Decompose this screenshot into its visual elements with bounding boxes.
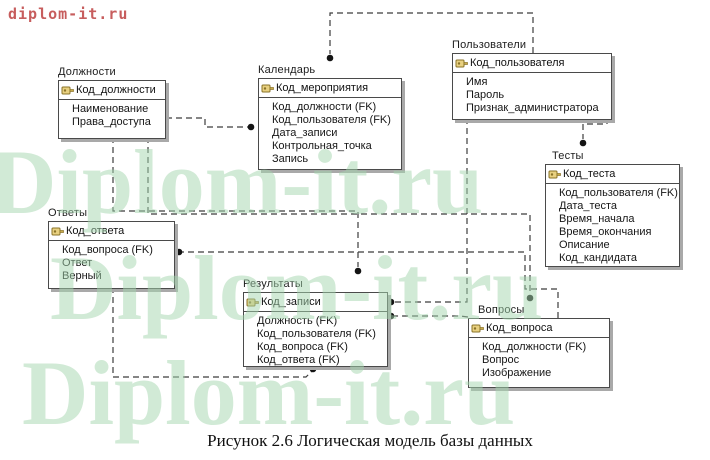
attribute: Описание [559,239,610,251]
entity-title: Должности [58,66,116,78]
figure-caption: Рисунок 2.6 Логическая модель базы данны… [207,431,533,450]
attribute: Код_должности (FK) [482,341,587,353]
attribute: Код_кандидата [559,252,637,264]
relation-otvety-rezultaty [112,287,313,378]
relation-voprosy-otvety [182,251,559,318]
attribute: Код_пользователя (FK) [272,114,391,126]
attribute: Код_пользователя (FK) [559,187,678,199]
entity-pk: Код_пользователя [470,57,565,69]
attribute: Контрольная_точка [272,140,372,152]
child-dot [354,267,362,275]
attribute: Права_доступа [72,116,151,128]
attribute: Дата_записи [272,127,338,139]
entity-rezultaty: Результаты Код_записи Должность (FK) Код… [243,278,388,367]
entity-pk: Код_мероприятия [276,82,369,94]
attribute: Вопрос [482,354,520,366]
relation-dolzhnosti-kalendar [166,117,248,128]
child-dot [309,365,317,373]
attribute: Верный [62,270,102,282]
child-dot [175,248,183,256]
entity-testy: Тесты Код_теста Код_пользователя (FK) Да… [545,150,680,267]
attribute: Запись [272,153,309,165]
entity-title: Ответы [48,207,88,219]
attribute: Код_ответа (FK) [257,354,340,366]
attribute: Код_вопроса (FK) [257,341,348,353]
attribute: Пароль [466,89,505,101]
relation-voprosy-rezultaty [394,315,469,318]
relation-polzovateli-rezultaty [394,118,468,303]
attribute: Имя [466,76,488,88]
entity-title: Пользователи [452,39,527,51]
key-icon [261,84,274,92]
entity-pk: Код_теста [563,168,616,180]
attribute: Время_окончания [559,226,652,238]
attribute: Код_пользователя (FK) [257,328,376,340]
attribute: Изображение [482,367,552,379]
key-icon [548,170,561,178]
attribute: Признак_администратора [466,102,599,114]
child-dot [526,294,534,302]
entity-title: Календарь [258,64,316,76]
attribute: Должность (FK) [257,315,338,327]
attribute: Наименование [72,103,149,115]
entity-pk: Код_вопроса [486,322,553,334]
key-icon [61,86,74,94]
entity-polzovateli: Пользователи Код_пользователя Имя Пароль… [452,39,612,120]
child-dot [579,139,587,147]
entity-pk: Код_должности [76,84,156,96]
attribute: Ответ [62,257,93,269]
child-dot [247,123,255,131]
entity-title: Результаты [243,278,303,290]
attribute: Код_должности (FK) [272,101,377,113]
entity-title: Тесты [552,150,584,162]
child-dot [387,312,395,320]
entity-title: Вопросы [478,304,525,316]
entity-otvety: Ответы Код_ответа Код_вопроса (FK) Ответ… [48,207,175,289]
site-watermark: diplom-it.ru [8,5,129,23]
child-dot [387,298,395,306]
key-icon [455,59,468,67]
key-icon [246,298,259,306]
attribute: Код_вопроса (FK) [62,244,153,256]
relation-polzovateli-kalendar [329,12,534,54]
key-icon [51,227,64,235]
attribute: Время_начала [559,213,635,225]
child-dot [326,54,334,62]
entity-kalendar: Календарь Код_мероприятия Код_должности … [258,64,402,170]
attribute: Дата_теста [559,200,618,212]
entity-pk: Код_записи [261,296,321,308]
entity-pk: Код_ответа [66,225,125,237]
relation-polzovateli-testy [582,118,608,139]
entity-dolzhnosti: Должности Код_должности Наименование Пра… [58,66,166,139]
entity-voprosy: Вопросы Код_вопроса Код_должности (FK) В… [468,304,610,388]
key-icon [471,324,484,332]
